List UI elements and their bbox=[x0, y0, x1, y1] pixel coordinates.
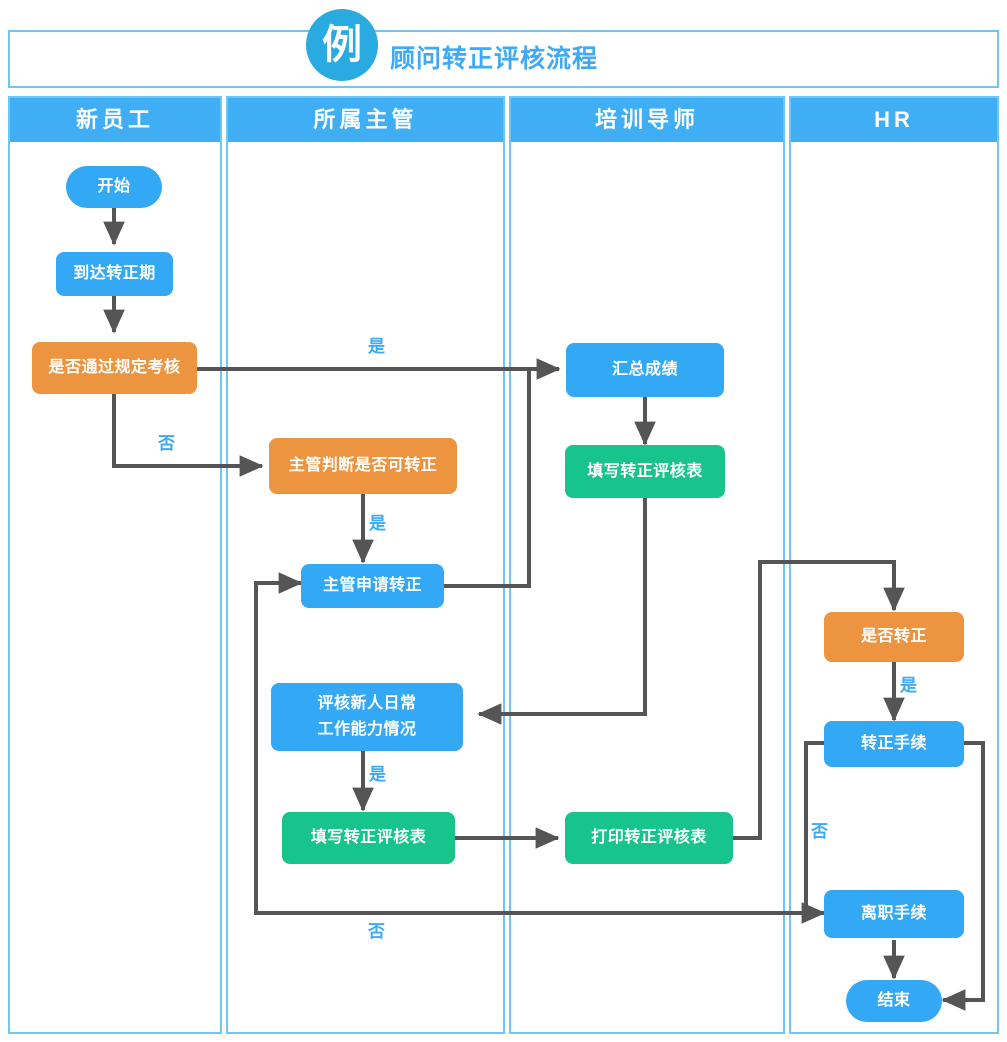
node-label: 评核新人日常 工作能力情况 bbox=[317, 695, 417, 738]
node-review-daily[interactable]: 评核新人日常 工作能力情况 bbox=[271, 683, 463, 751]
edge-label-no-confirm: 否 bbox=[811, 822, 828, 841]
node-fill-form-tut[interactable]: 填写转正评核表 bbox=[565, 445, 725, 498]
node-label: 到达转正期 bbox=[73, 265, 156, 282]
node-end[interactable]: 结束 bbox=[846, 980, 942, 1022]
node-label: 主管申请转正 bbox=[322, 577, 422, 594]
title-bar bbox=[8, 30, 999, 88]
edge-label-yes-review: 是 bbox=[369, 765, 386, 784]
node-leave-proc[interactable]: 离职手续 bbox=[824, 890, 964, 938]
node-mgr-judge[interactable]: 主管判断是否可转正 bbox=[269, 438, 457, 494]
swimlane-new-employee: 新员工 bbox=[8, 96, 222, 1034]
page-title: 顾问转正评核流程 bbox=[390, 45, 599, 73]
node-mgr-apply[interactable]: 主管申请转正 bbox=[301, 564, 444, 608]
edge-label-yes-confirm: 是 bbox=[900, 676, 917, 695]
swimlane-header-trainer: 培训导师 bbox=[511, 98, 783, 142]
node-label: 转正手续 bbox=[860, 735, 927, 752]
node-label: 打印转正评核表 bbox=[591, 829, 707, 846]
swimlane-header-hr: HR bbox=[791, 98, 997, 142]
swimlane-trainer: 培训导师 bbox=[509, 96, 785, 1034]
node-label: 是否转正 bbox=[860, 628, 927, 645]
node-regular-proc[interactable]: 转正手续 bbox=[824, 721, 964, 767]
swimlane-header-supervisor: 所属主管 bbox=[228, 98, 503, 142]
node-print-form[interactable]: 打印转正评核表 bbox=[565, 812, 733, 864]
example-badge: 例 bbox=[306, 9, 378, 81]
edge-label-yes-judge: 是 bbox=[369, 514, 386, 533]
edge-label-no-loop: 否 bbox=[368, 922, 385, 941]
node-label: 是否通过规定考核 bbox=[48, 359, 181, 376]
node-label: 开始 bbox=[97, 178, 131, 195]
node-arrive[interactable]: 到达转正期 bbox=[56, 252, 173, 296]
node-sum-score[interactable]: 汇总成绩 bbox=[566, 343, 724, 397]
node-label: 离职手续 bbox=[860, 905, 927, 922]
node-label: 填写转正评核表 bbox=[310, 829, 427, 846]
node-label: 主管判断是否可转正 bbox=[288, 457, 438, 474]
node-label: 填写转正评核表 bbox=[587, 462, 703, 480]
node-fill-form-mgr[interactable]: 填写转正评核表 bbox=[282, 812, 455, 864]
swimlane-header-new-employee: 新员工 bbox=[10, 98, 220, 142]
node-label: 结束 bbox=[877, 992, 911, 1009]
node-start[interactable]: 开始 bbox=[66, 166, 162, 208]
node-confirm[interactable]: 是否转正 bbox=[824, 612, 964, 662]
edge-label-no-exam: 否 bbox=[158, 434, 175, 453]
node-label: 汇总成绩 bbox=[611, 361, 678, 378]
node-pass-exam[interactable]: 是否通过规定考核 bbox=[32, 342, 197, 394]
edge-label-yes-exam: 是 bbox=[368, 337, 385, 356]
